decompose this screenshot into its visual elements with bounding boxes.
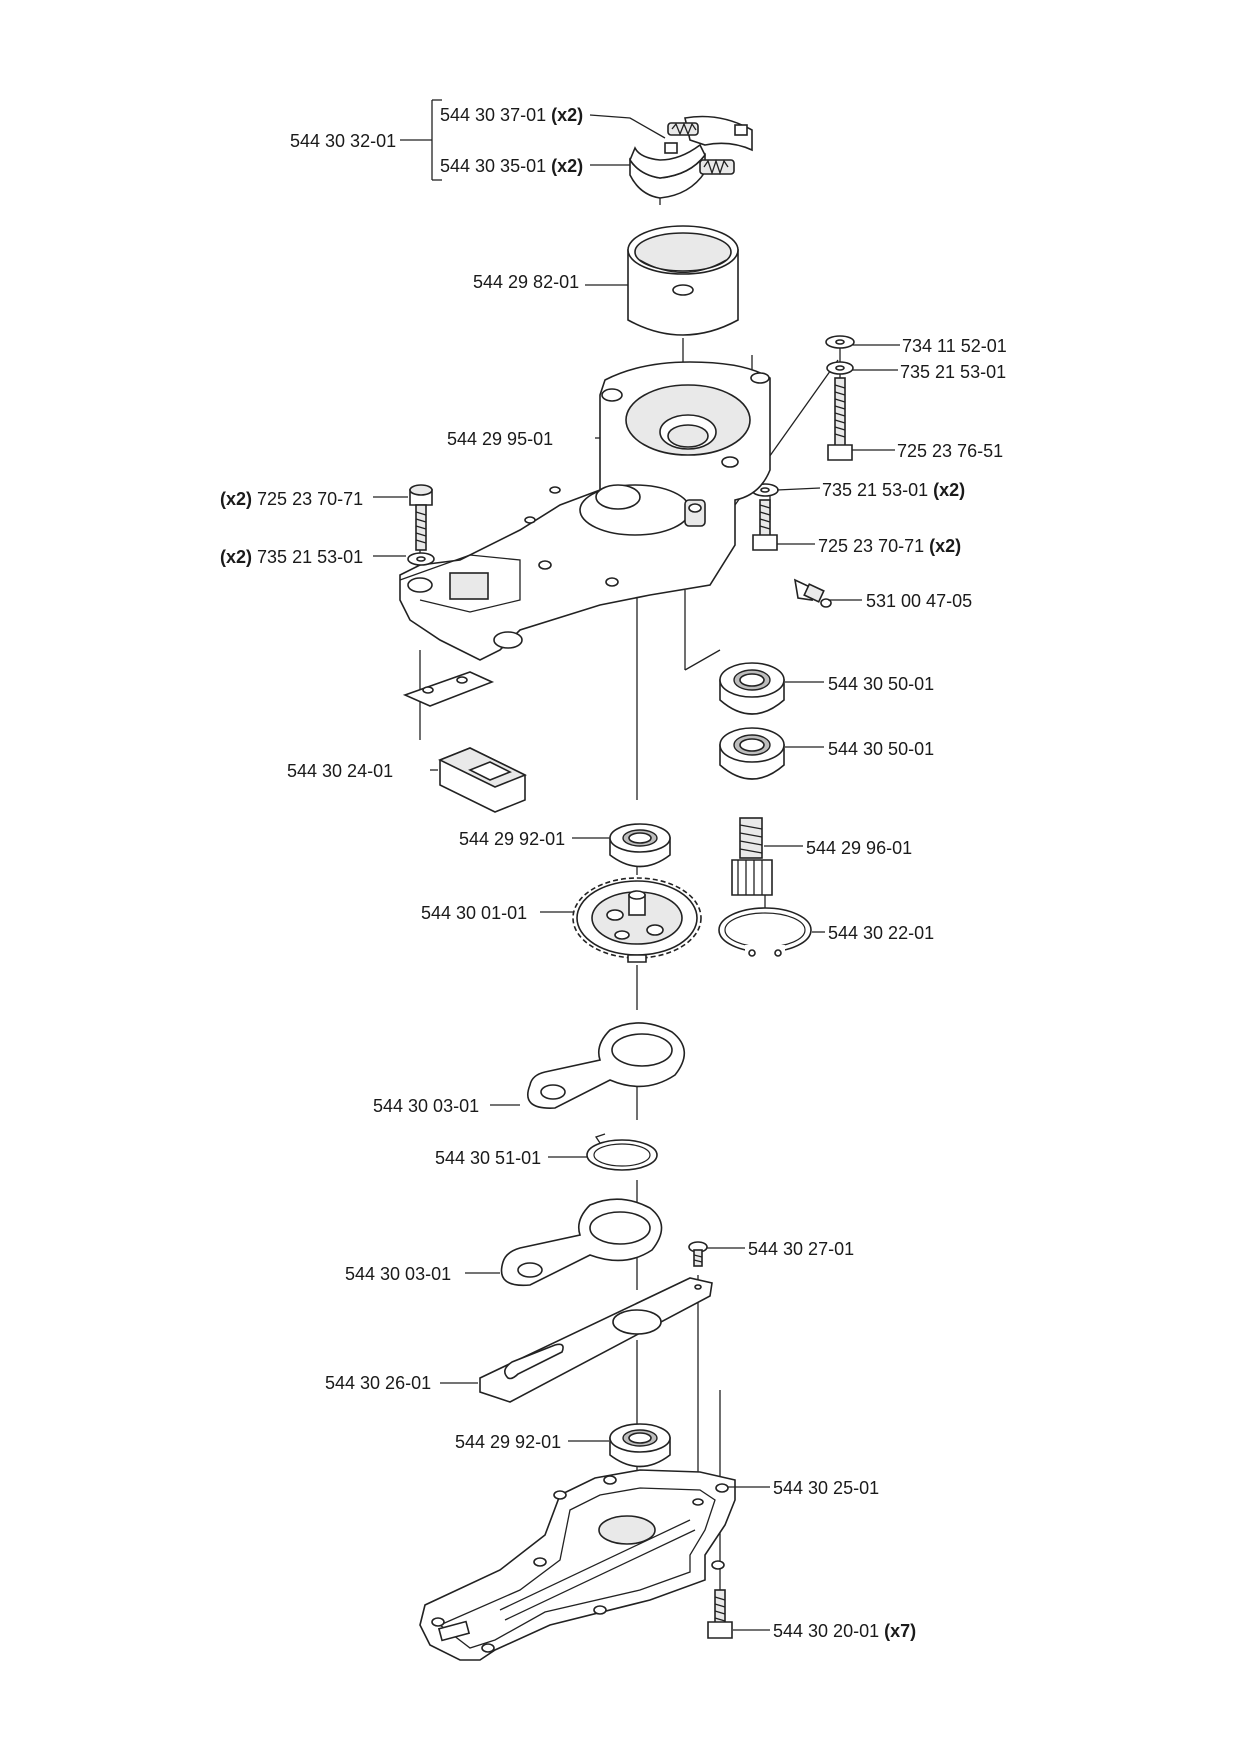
part-label: 544 29 92-01 bbox=[459, 828, 565, 850]
part-label: 544 30 35-01 (x2) bbox=[440, 155, 583, 177]
bearing-lower-right bbox=[719, 727, 785, 780]
part-number: 544 29 92-01 bbox=[455, 1432, 562, 1452]
part-quantity: (x2) bbox=[933, 480, 966, 500]
part-label: 544 30 27-01 bbox=[748, 1238, 854, 1260]
cover-bolt bbox=[707, 1589, 733, 1639]
part-label: 544 30 01-01 bbox=[421, 902, 527, 924]
part-quantity: (x2) bbox=[929, 536, 962, 556]
part-number: 544 30 20-01 bbox=[773, 1621, 880, 1641]
bearing-center-lower bbox=[609, 1423, 671, 1468]
part-quantity: (x2) bbox=[220, 489, 253, 509]
clutch-drum bbox=[627, 225, 739, 336]
washer-screw-set-right bbox=[751, 335, 855, 551]
part-number: 544 30 51-01 bbox=[435, 1148, 542, 1168]
part-number: 544 29 95-01 bbox=[447, 429, 554, 449]
clutch-shoes bbox=[629, 115, 753, 199]
part-label: 544 30 25-01 bbox=[773, 1477, 879, 1499]
part-quantity: (x2) bbox=[551, 156, 584, 176]
part-number: 544 30 25-01 bbox=[773, 1478, 880, 1498]
part-label: 734 11 52-01 bbox=[902, 335, 1007, 357]
part-label: 544 30 22-01 bbox=[828, 922, 934, 944]
circlip bbox=[718, 907, 812, 957]
part-label: (x2) 725 23 70-71 bbox=[220, 488, 363, 510]
part-number: 544 29 96-01 bbox=[806, 838, 913, 858]
part-number: 544 30 03-01 bbox=[345, 1264, 452, 1284]
part-number: 544 30 37-01 bbox=[440, 105, 547, 125]
part-label: 544 30 51-01 bbox=[435, 1147, 541, 1169]
part-number: 544 30 22-01 bbox=[828, 923, 935, 943]
bearing-upper-right bbox=[719, 662, 785, 715]
pinion-gear bbox=[731, 817, 773, 896]
part-label: 544 29 95-01 bbox=[447, 428, 553, 450]
part-number: 544 30 24-01 bbox=[287, 761, 394, 781]
part-label: 544 29 96-01 bbox=[806, 837, 912, 859]
gear-cover bbox=[419, 1469, 736, 1661]
part-number: 735 21 53-01 bbox=[257, 547, 364, 567]
part-number: 734 11 52-01 bbox=[902, 336, 1007, 356]
part-number: 544 30 27-01 bbox=[748, 1239, 855, 1259]
part-label: 735 21 53-01 bbox=[900, 361, 1006, 383]
part-number: 725 23 70-71 bbox=[257, 489, 364, 509]
part-number: 735 21 53-01 bbox=[900, 362, 1007, 382]
main-gear bbox=[572, 877, 702, 963]
part-number: 725 23 70-71 bbox=[818, 536, 925, 556]
part-number: 544 30 50-01 bbox=[828, 674, 935, 694]
part-number: 544 29 92-01 bbox=[459, 829, 566, 849]
part-label: 544 29 92-01 bbox=[455, 1431, 561, 1453]
grease-nipple bbox=[793, 578, 832, 608]
part-number: 544 30 50-01 bbox=[828, 739, 935, 759]
connecting-rod-lower bbox=[500, 1198, 663, 1287]
part-number: 544 30 03-01 bbox=[373, 1096, 480, 1116]
part-label: 544 30 50-01 bbox=[828, 673, 934, 695]
part-label: 544 30 50-01 bbox=[828, 738, 934, 760]
part-label: 544 30 32-01 bbox=[290, 130, 396, 152]
mount-plate bbox=[402, 671, 495, 707]
connecting-rod-upper bbox=[527, 1022, 686, 1109]
part-label: 544 30 37-01 (x2) bbox=[440, 104, 583, 126]
part-label: 544 30 24-01 bbox=[287, 760, 393, 782]
gear-housing bbox=[399, 361, 771, 661]
part-label: 544 30 03-01 bbox=[373, 1095, 479, 1117]
part-number: 544 29 82-01 bbox=[473, 272, 580, 292]
part-label: 544 29 82-01 bbox=[473, 271, 579, 293]
part-label: 544 30 03-01 bbox=[345, 1263, 451, 1285]
part-label: 531 00 47-05 bbox=[866, 590, 972, 612]
part-label: 544 30 20-01 (x7) bbox=[773, 1620, 916, 1642]
part-label: 544 30 26-01 bbox=[325, 1372, 431, 1394]
part-label: (x2) 735 21 53-01 bbox=[220, 546, 363, 568]
guide-plate bbox=[479, 1277, 713, 1403]
part-label: 725 23 70-71 (x2) bbox=[818, 535, 961, 557]
small-screw bbox=[688, 1241, 708, 1267]
leader-lines bbox=[373, 99, 900, 1631]
part-number: 544 30 01-01 bbox=[421, 903, 528, 923]
part-number: 735 21 53-01 bbox=[822, 480, 929, 500]
screw-washer-left bbox=[407, 484, 435, 566]
part-label: 735 21 53-01 (x2) bbox=[822, 479, 965, 501]
rubber-block bbox=[438, 747, 527, 813]
part-number: 531 00 47-05 bbox=[866, 591, 973, 611]
part-number: 544 30 35-01 bbox=[440, 156, 547, 176]
part-number: 544 30 32-01 bbox=[290, 131, 397, 151]
snap-ring bbox=[586, 1133, 658, 1171]
part-quantity: (x7) bbox=[884, 1621, 917, 1641]
part-quantity: (x2) bbox=[551, 105, 584, 125]
part-number: 544 30 26-01 bbox=[325, 1373, 432, 1393]
part-number: 725 23 76-51 bbox=[897, 441, 1004, 461]
part-label: 725 23 76-51 bbox=[897, 440, 1003, 462]
part-quantity: (x2) bbox=[220, 547, 253, 567]
bearing-center-upper bbox=[609, 823, 671, 868]
